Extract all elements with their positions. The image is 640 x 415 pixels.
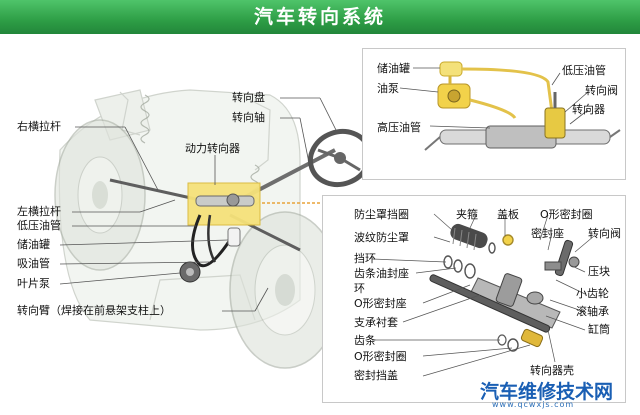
label-left-tie-rod: 左横拉杆 — [17, 205, 61, 218]
ex-label-clamp: 夹箍 — [456, 208, 478, 221]
inset-high-pressure-hose — [469, 98, 517, 119]
inset-label-reservoir: 储油罐 — [377, 62, 410, 75]
watermark-site-url: www.qcwxjs.com — [492, 400, 575, 409]
small-rings — [443, 234, 514, 279]
right-tie-rod-line — [109, 178, 201, 202]
ex-label-cover-plate: 盖板 — [497, 208, 519, 221]
label-steering-arm: 转向臂（焊接在前悬架支柱上） — [17, 304, 171, 317]
ex-label-pinion: 小齿轮 — [576, 287, 609, 300]
steering-valve-drawing — [544, 239, 580, 277]
ex-label-o-ring-low: O形密封圈 — [354, 350, 407, 363]
label-suction-hose: 吸油管 — [17, 257, 50, 270]
ex-label-support-bushing: 支承衬套 — [354, 316, 398, 329]
ex-label-dust-cover-retainer: 防尘罩挡圈 — [354, 208, 409, 221]
ex-label-gear-housing: 转向器壳 — [530, 364, 574, 377]
ex-label-ring: 环 — [354, 282, 365, 295]
ex-label-cylinder: 缸筒 — [588, 323, 610, 336]
ex-label-bellows: 波纹防尘罩 — [354, 231, 409, 244]
label-steering-shaft: 转向轴 — [232, 111, 265, 124]
label-reservoir: 储油罐 — [17, 238, 50, 251]
label-steering-wheel: 转向盘 — [232, 91, 265, 104]
inset-label-steering-gear: 转向器 — [572, 103, 605, 116]
inset-label-low-pressure-hose: 低压油管 — [562, 64, 606, 77]
ex-label-roller-bearing: 滚轴承 — [576, 305, 609, 318]
label-vane-pump: 叶片泵 — [17, 277, 50, 290]
label-low-pressure-hose: 低压油管 — [17, 219, 61, 232]
wheel-far-ghost — [54, 119, 146, 271]
inset-label-steering-valve: 转向阀 — [585, 84, 618, 97]
watermark-site-name: 汽车维修技术网 — [480, 381, 614, 403]
ex-label-rack: 齿条 — [354, 334, 376, 347]
rack-housing — [195, 195, 255, 207]
ex-label-o-ring-top: O形密封圈 — [540, 208, 593, 221]
ex-label-steering-valve: 转向阀 — [588, 227, 621, 240]
main-leader-lines — [59, 97, 339, 312]
ex-label-o-ring-seat-mid: O形密封座 — [354, 297, 407, 310]
label-right-tie-rod: 右横拉杆 — [17, 120, 61, 133]
bellows-drawing — [450, 223, 488, 251]
inset-low-pressure-hose — [461, 67, 554, 113]
ex-label-rack-oil-seal-seat: 齿条油封座 — [354, 267, 409, 280]
inset-label-high-pressure-hose: 高压油管 — [377, 121, 421, 134]
reservoir-drawing — [227, 227, 241, 247]
steering-gear-housing-drawing — [469, 273, 561, 329]
label-power-steering-gear: 动力转向器 — [185, 142, 240, 155]
title-bar — [0, 0, 640, 34]
ex-label-seal-seat: 密封座 — [531, 227, 564, 240]
exploded-leader-lines — [371, 213, 595, 377]
inset-label-oil-pump: 油泵 — [377, 82, 399, 95]
ex-label-snap-ring: 挡环 — [354, 252, 376, 265]
ex-label-press-block: 压块 — [588, 265, 610, 278]
low-pressure-hose-line — [191, 214, 232, 268]
ex-label-seal-cap: 密封挡盖 — [354, 369, 398, 382]
page-title: 汽车转向系统 — [253, 6, 386, 28]
